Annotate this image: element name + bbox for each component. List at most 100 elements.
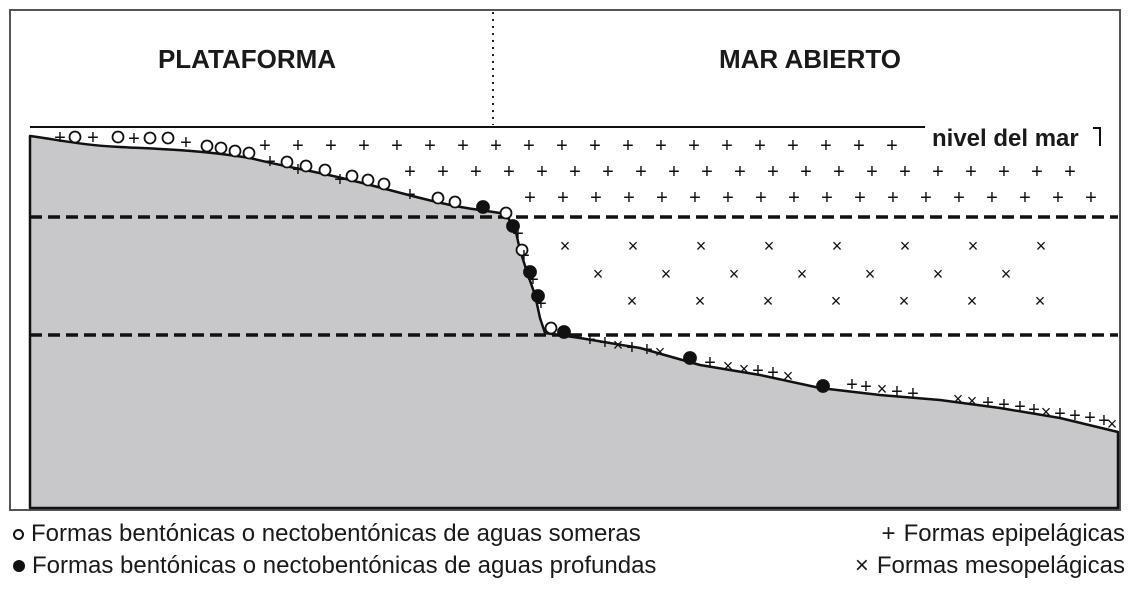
- epipelagic-marker: +: [623, 187, 635, 209]
- epipelagic-marker: +: [891, 381, 903, 403]
- legend-row-2: Formas bentónicas o nectobentónicas de a…: [10, 550, 1125, 582]
- epipelagic-marker: +: [998, 161, 1010, 183]
- mesopelagic-marker: ×: [1036, 236, 1047, 256]
- epipelagic-marker: +: [589, 135, 601, 157]
- epipelagic-marker: +: [424, 135, 436, 157]
- epipelagic-marker: +: [965, 161, 977, 183]
- epipelagic-marker: +: [1069, 405, 1081, 427]
- legend-item-epipelagic: + Formas epipelágicas: [882, 518, 1125, 550]
- legend-item-mesopelagic: × Formas mesopelágicas: [855, 550, 1125, 582]
- epipelagic-marker: +: [688, 135, 700, 157]
- mesopelagic-marker: ×: [831, 291, 842, 311]
- epipelagic-marker: +: [470, 161, 482, 183]
- epipelagic-marker: +: [404, 184, 416, 206]
- epipelagic-marker: +: [655, 135, 667, 157]
- region-label-open-sea: MAR ABIERTO: [719, 44, 901, 74]
- mesopelagic-marker: ×: [900, 236, 911, 256]
- shallow-benthic-marker: [242, 146, 256, 160]
- epipelagic-marker: +: [986, 187, 998, 209]
- legend-label-epipelagic: Formas epipelágicas: [903, 520, 1125, 547]
- mesopelagic-marker: ×: [797, 264, 808, 284]
- mesopelagic-marker: ×: [953, 389, 964, 409]
- deep-benthic-marker: [557, 325, 571, 339]
- epipelagic-marker: +: [668, 161, 680, 183]
- epipelagic-marker: +: [689, 187, 701, 209]
- mesopelagic-marker: ×: [865, 264, 876, 284]
- epipelagic-marker: +: [752, 360, 764, 382]
- mesopelagic-marker: ×: [696, 236, 707, 256]
- epipelagic-marker: +: [853, 135, 865, 157]
- epipelagic-marker: +: [535, 293, 547, 315]
- epipelagic-marker: +: [180, 132, 192, 154]
- mesopelagic-marker: ×: [655, 342, 666, 362]
- epipelagic-marker: +: [1052, 187, 1064, 209]
- epipelagic-marker: +: [800, 161, 812, 183]
- shallow-benthic-marker: [280, 155, 294, 169]
- epipelagic-marker: +: [635, 161, 647, 183]
- legend-row-1: Formas bentónicas o nectobentónicas de a…: [10, 518, 1125, 550]
- mesopelagic-marker: ×: [764, 236, 775, 256]
- epipelagic-marker: +: [590, 187, 602, 209]
- mesopelagic-marker: ×: [899, 291, 910, 311]
- mesopelagic-marker: ×: [729, 264, 740, 284]
- epipelagic-marker: +: [734, 161, 746, 183]
- epipelagic-marker: +: [755, 187, 767, 209]
- epipelagic-marker: +: [656, 187, 668, 209]
- mesopelagic-marker: ×: [763, 291, 774, 311]
- legend: Formas bentónicas o nectobentónicas de a…: [10, 518, 1125, 582]
- epipelagic-marker: +: [404, 161, 416, 183]
- epipelagic-marker: +: [788, 187, 800, 209]
- epipelagic-marker: +: [767, 362, 779, 384]
- epipelagic-marker: +: [854, 187, 866, 209]
- shallow-benthic-marker: [299, 159, 313, 173]
- shallow-benthic-marker: [499, 206, 513, 220]
- mesopelagic-marker: ×: [1107, 414, 1118, 434]
- legend-label-mesopelagic: Formas mesopelágicas: [876, 552, 1125, 579]
- epipelagic-marker: +: [358, 135, 370, 157]
- shallow-benthic-marker: [345, 169, 359, 183]
- epipelagic-marker: +: [820, 135, 832, 157]
- mesopelagic-marker: ×: [783, 366, 794, 386]
- shallow-benthic-marker: [377, 177, 391, 191]
- epipelagic-marker: +: [821, 187, 833, 209]
- epipelagic-marker: +: [1014, 396, 1026, 418]
- deep-benthic-marker: [523, 265, 537, 279]
- shallow-benthic-marker: [515, 243, 529, 257]
- shallow-benthic-marker: [544, 321, 558, 335]
- mesopelagic-marker: ×: [832, 236, 843, 256]
- shallow-benthic-marker: [111, 130, 125, 144]
- shallow-benthic-marker: [318, 163, 332, 177]
- mesopelagic-marker: ×: [967, 291, 978, 311]
- epipelagic-marker: +: [557, 187, 569, 209]
- epipelagic-marker: +: [334, 169, 346, 191]
- shallow-benthic-marker: [200, 139, 214, 153]
- mesopelagic-marker: ×: [723, 356, 734, 376]
- epipelagic-marker: +: [292, 159, 304, 181]
- epipelagic-marker: +: [490, 135, 502, 157]
- cross-icon: ×: [854, 552, 869, 579]
- epipelagic-marker: +: [932, 161, 944, 183]
- epipelagic-marker: +: [457, 135, 469, 157]
- epipelagic-marker: +: [602, 161, 614, 183]
- epipelagic-marker: +: [512, 223, 524, 245]
- epipelagic-marker: +: [704, 352, 716, 374]
- epipelagic-marker: +: [325, 135, 337, 157]
- epipelagic-marker: +: [907, 383, 919, 405]
- mesopelagic-marker: ×: [967, 391, 978, 411]
- shallow-benthic-marker: [361, 173, 375, 187]
- epipelagic-marker: +: [54, 127, 66, 149]
- shallow-benthic-marker: [68, 130, 82, 144]
- deep-benthic-marker: [506, 219, 520, 233]
- epipelagic-marker: +: [953, 187, 965, 209]
- epipelagic-marker: +: [982, 392, 994, 414]
- region-label-shelf: PLATAFORMA: [158, 44, 336, 74]
- epipelagic-marker: +: [569, 161, 581, 183]
- mesopelagic-marker: ×: [933, 264, 944, 284]
- mesopelagic-marker: ×: [1041, 402, 1052, 422]
- legend-label-deep-benthic: Formas bentónicas o nectobentónicas de a…: [32, 552, 657, 579]
- deep-benthic-marker: [476, 200, 490, 214]
- diagram-frame: [9, 9, 1121, 511]
- mesopelagic-marker: ×: [739, 359, 750, 379]
- mesopelagic-marker: ×: [1001, 264, 1012, 284]
- epipelagic-marker: +: [503, 161, 515, 183]
